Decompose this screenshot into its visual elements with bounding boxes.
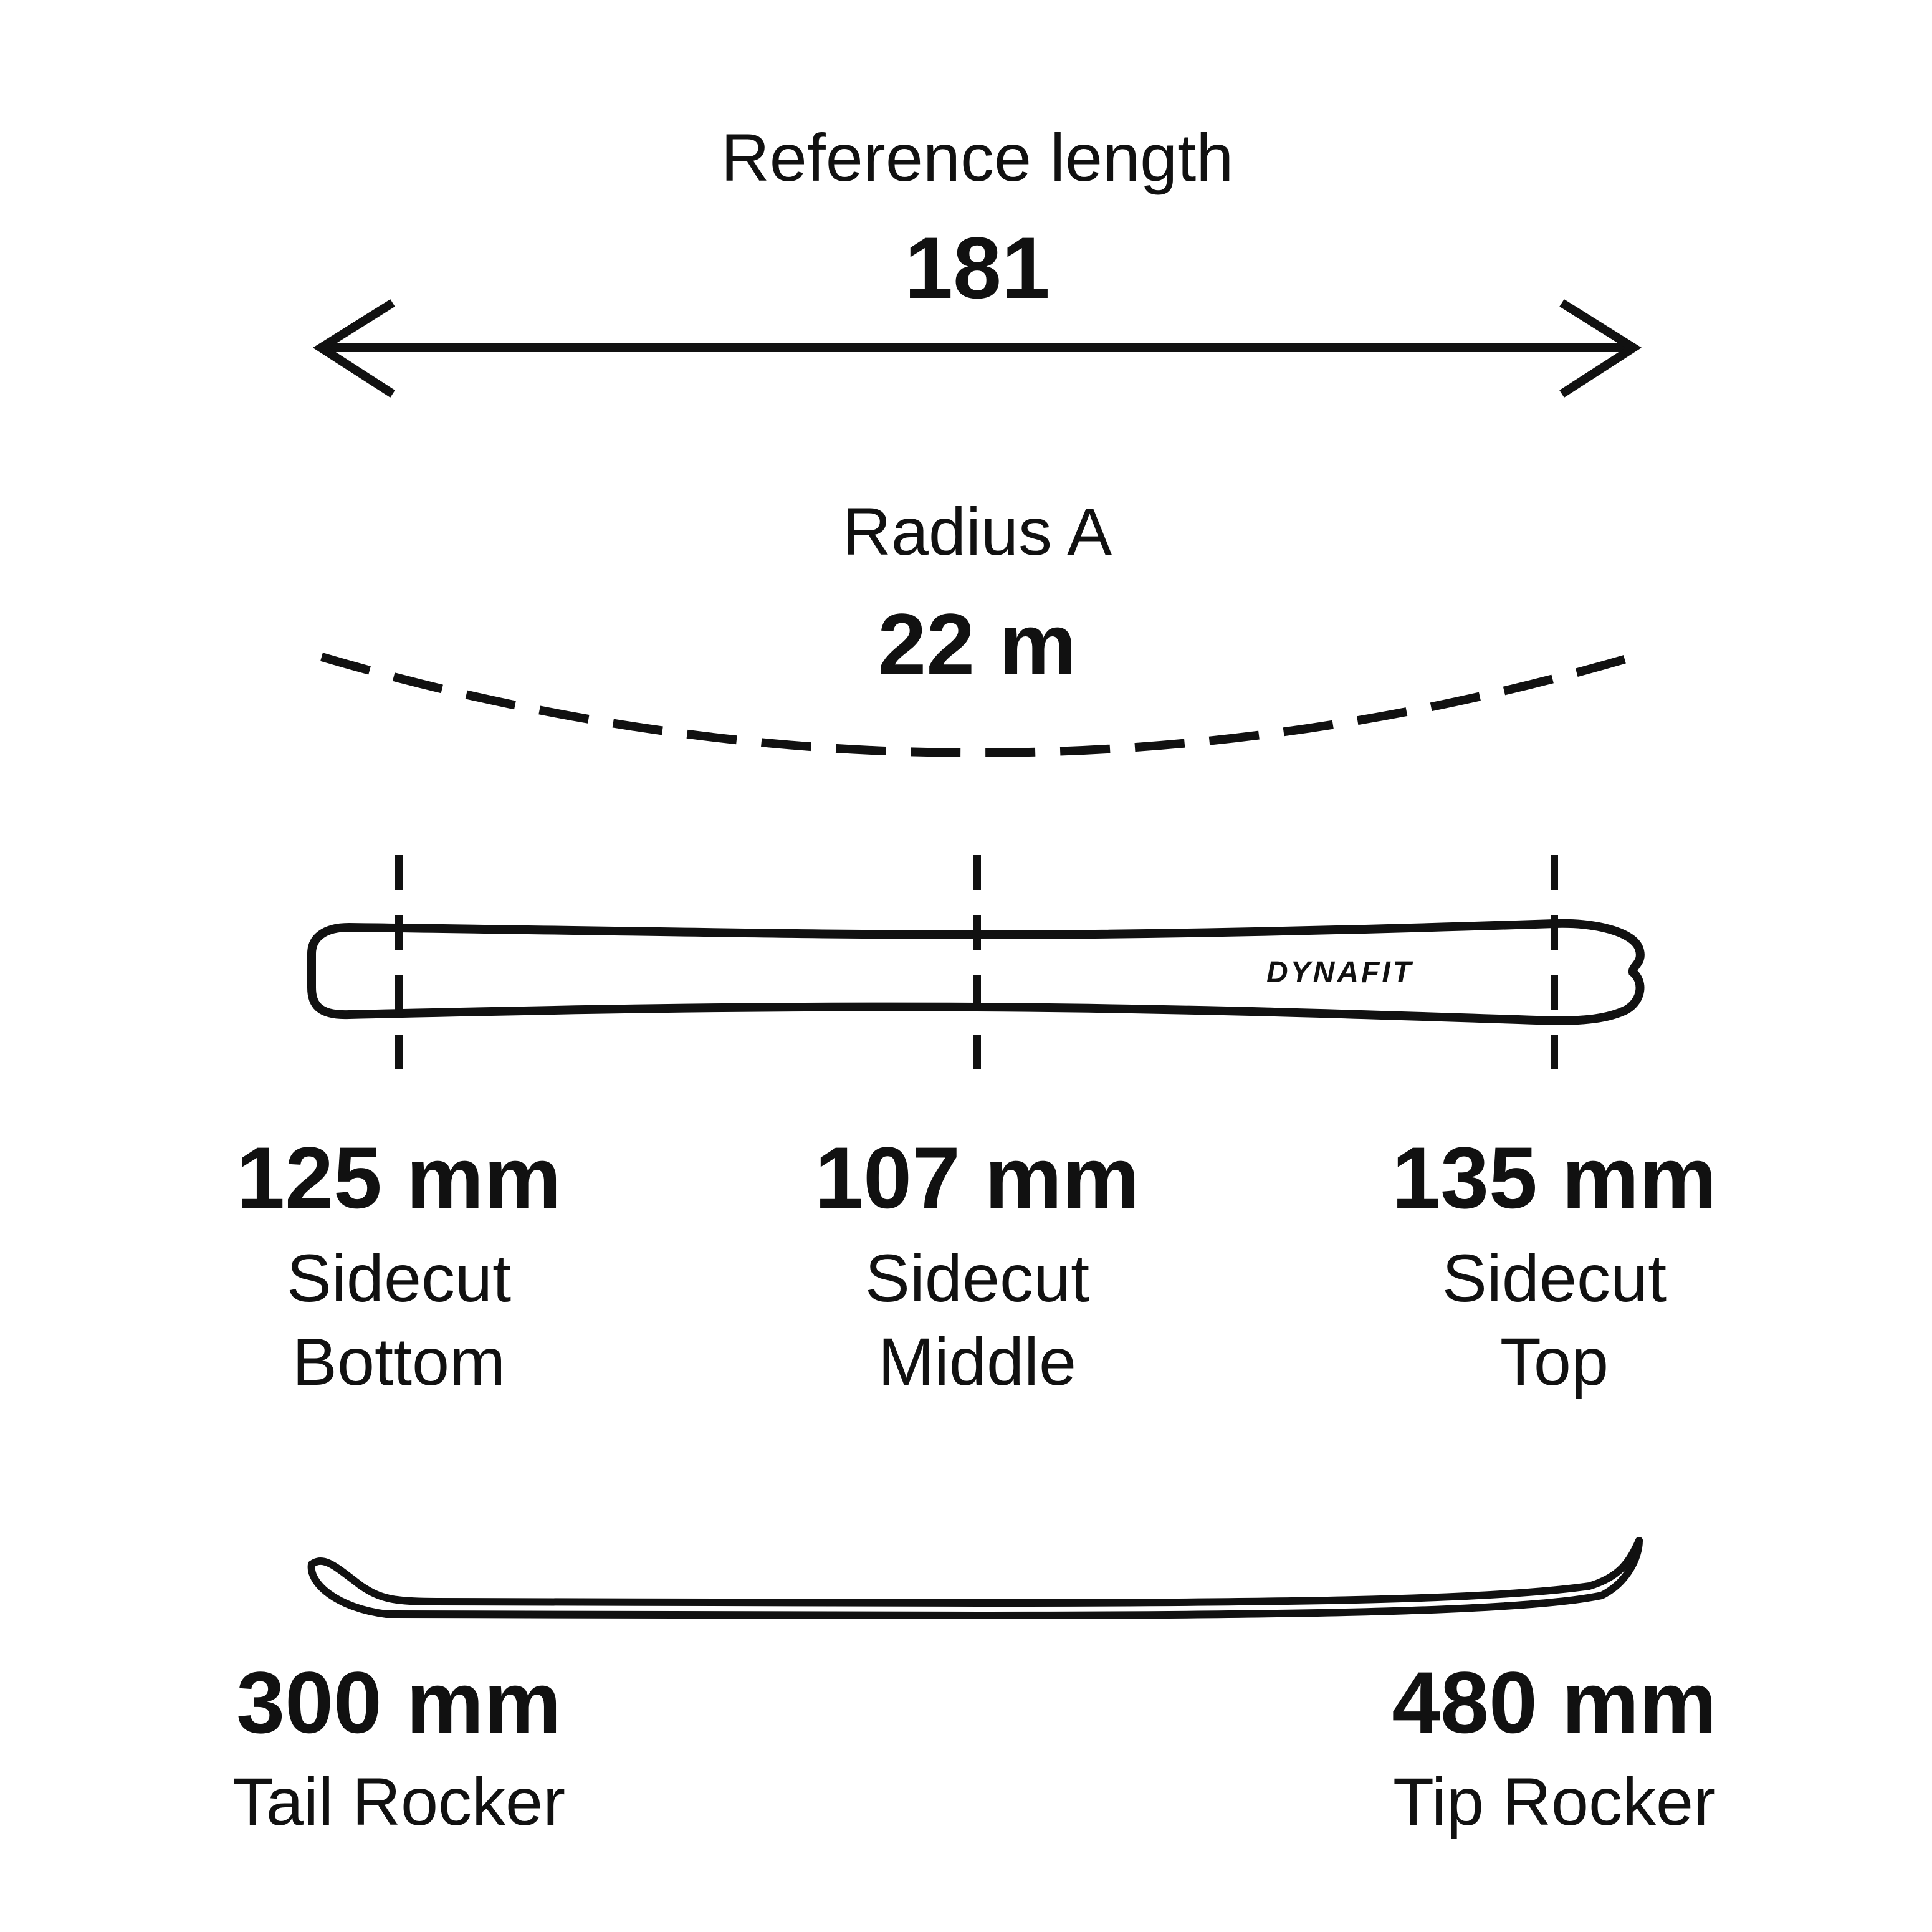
radius-label: Radius A	[843, 494, 1112, 569]
sidecut-top: 135 mm Sidecut Top	[1392, 1129, 1716, 1399]
tip-rocker-label: Tip Rocker	[1393, 1764, 1716, 1839]
radius-value: 22 m	[878, 595, 1076, 693]
sidecut-top-label: Sidecut	[1442, 1240, 1667, 1316]
sidecut-bottom-sublabel: Bottom	[292, 1324, 505, 1399]
tail-rocker: 300 mm Tail Rocker	[232, 1653, 565, 1839]
sidecut-middle: 107 mm Sidecut Middle	[815, 1129, 1139, 1399]
radius-arc	[320, 653, 1634, 757]
sidecut-middle-value: 107 mm	[815, 1129, 1139, 1227]
sidecut-bottom-label: Sidecut	[287, 1240, 511, 1316]
sidecut-middle-sublabel: Middle	[878, 1324, 1076, 1399]
tip-rocker: 480 mm Tip Rocker	[1392, 1653, 1716, 1839]
reference-length-value: 181	[904, 219, 1050, 317]
double-arrow-icon	[312, 299, 1642, 398]
sidecut-bottom: 125 mm Sidecut Bottom	[236, 1129, 561, 1399]
tail-rocker-label: Tail Rocker	[232, 1764, 565, 1839]
sidecut-middle-label: Sidecut	[865, 1240, 1089, 1316]
ski-side-profile	[307, 1537, 1643, 1620]
brand-logo: DYNAFIT	[1266, 956, 1413, 989]
reference-length-label: Reference length	[721, 120, 1234, 195]
sidecut-markers	[395, 855, 1558, 1092]
ski-top-view	[307, 919, 1645, 1026]
sidecut-top-value: 135 mm	[1392, 1129, 1716, 1227]
tail-rocker-value: 300 mm	[236, 1653, 561, 1751]
sidecut-top-sublabel: Top	[1500, 1324, 1609, 1399]
sidecut-bottom-value: 125 mm	[236, 1129, 561, 1227]
tip-rocker-value: 480 mm	[1392, 1653, 1716, 1751]
